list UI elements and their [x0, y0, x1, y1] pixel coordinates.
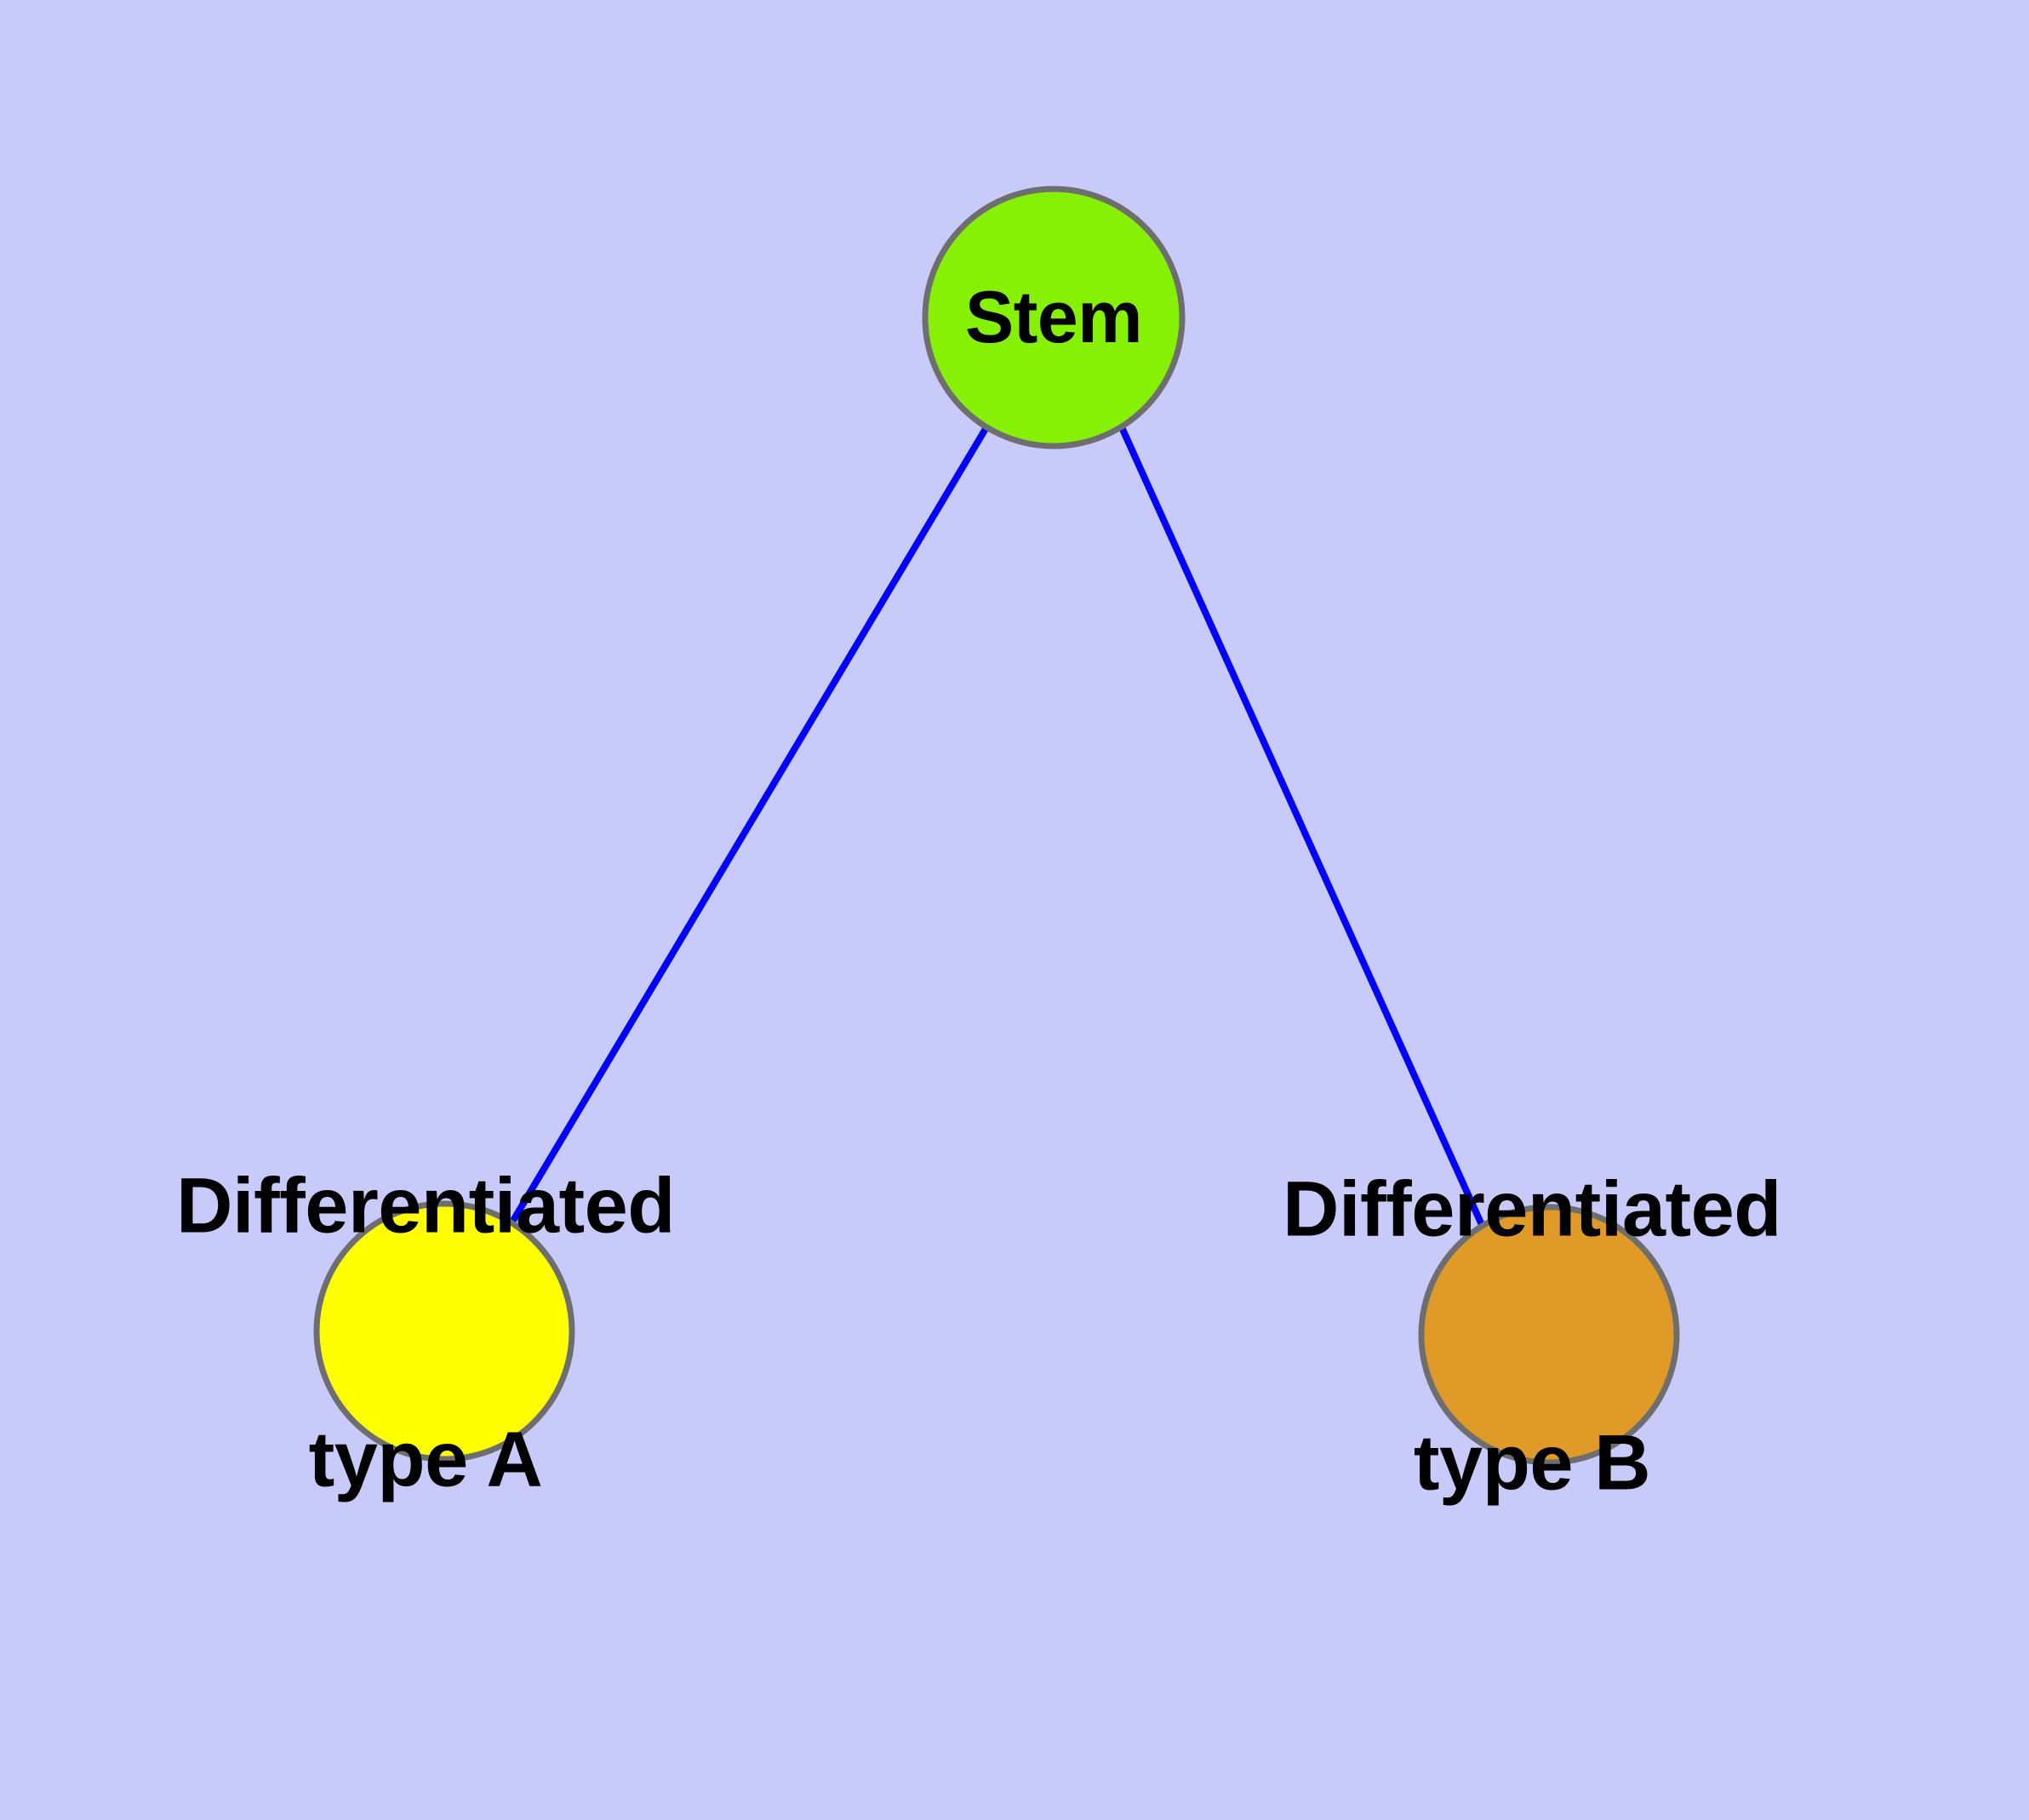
- node-differentiated-type-a[interactable]: [313, 1200, 575, 1462]
- edge-group: [508, 425, 1486, 1228]
- node-group: [313, 186, 1680, 1466]
- edge-stem-to-differentiated-type-b[interactable]: [1118, 426, 1486, 1228]
- node-differentiated-type-b[interactable]: [1418, 1204, 1680, 1466]
- node-stem[interactable]: [922, 186, 1186, 449]
- edge-stem-to-differentiated-type-a[interactable]: [508, 425, 990, 1226]
